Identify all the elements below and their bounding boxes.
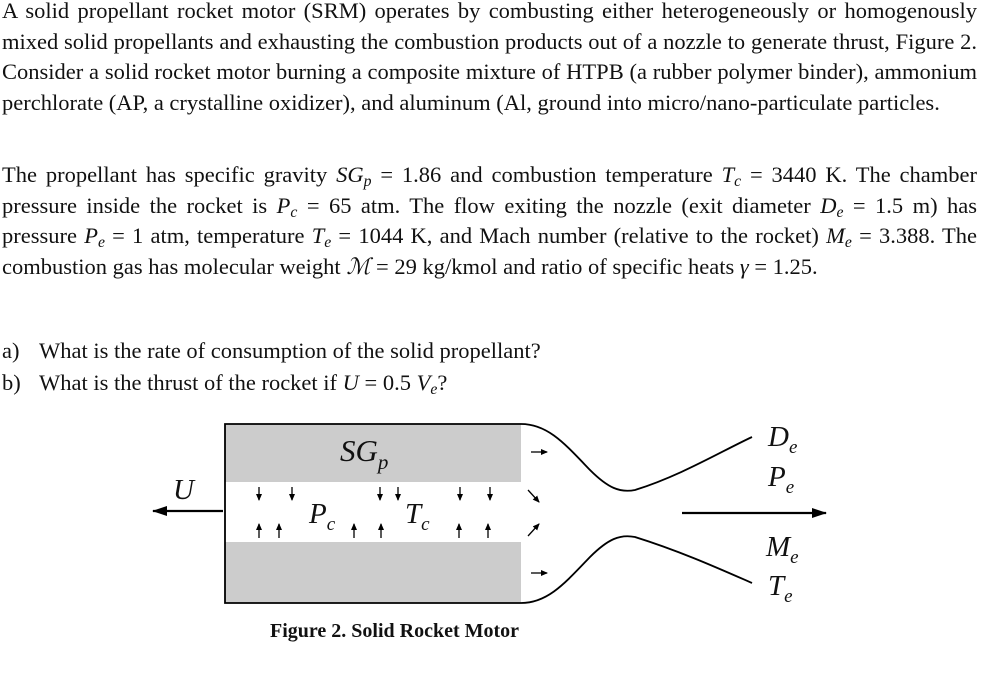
sym-pe-sub: e xyxy=(97,234,105,252)
text-run: = 1 atm, temperature xyxy=(104,223,312,249)
sym-ve-sub: e xyxy=(430,380,438,398)
label-u: U xyxy=(173,474,196,506)
intro-line-3: generate thrust, Figure 2. Consider a so… xyxy=(2,28,978,85)
burning-arrows-bottom xyxy=(256,523,491,538)
question-b-text: ? xyxy=(437,370,448,395)
nozzle-wall-bottom xyxy=(520,535,753,604)
label-pc: Pc xyxy=(308,498,336,535)
sym-sg: SG xyxy=(336,162,364,187)
propellant-grain-bottom xyxy=(225,542,521,603)
sym-me: M xyxy=(826,223,845,249)
question-b-text: = 0.5 xyxy=(358,370,417,395)
sym-pc: P xyxy=(276,192,291,218)
text-run: = 1044 K, and Mach number (relative to t… xyxy=(331,223,827,249)
motor-casing xyxy=(224,423,521,604)
sym-tc-sub: c xyxy=(734,172,742,190)
text-run: = 1.86 and combustion temperature xyxy=(371,162,722,187)
label-pe: Pe xyxy=(767,461,794,498)
propellant-grain-top xyxy=(225,424,521,482)
intro-line-2: homogenously mixed solid propellants and… xyxy=(2,0,978,54)
question-b: b)What is the thrust of the rocket if U … xyxy=(2,368,447,399)
sym-te: T xyxy=(311,223,325,249)
text-run: The propellant has specific gravity xyxy=(2,162,337,187)
burning-arrows-top xyxy=(256,487,493,501)
sym-u: U xyxy=(342,370,359,395)
question-a-text: What is the rate of consumption of the s… xyxy=(39,338,541,363)
text-run: = 1.25. xyxy=(748,253,818,279)
sym-me-sub: e xyxy=(844,234,852,252)
question-b-label: b) xyxy=(2,370,21,395)
sym-gamma: γ xyxy=(739,253,749,279)
intro-line-1: A solid propellant rocket motor (SRM) op… xyxy=(2,0,837,23)
label-me: Me xyxy=(765,531,799,568)
sym-ve: V xyxy=(416,370,431,395)
label-tc: Tc xyxy=(405,498,430,535)
text-run: = 65 atm. The flow exiting the nozzle (e… xyxy=(297,192,821,218)
label-de: De xyxy=(767,421,797,458)
figure-caption: Figure 2. Solid Rocket Motor xyxy=(270,620,520,642)
text-run: = 1.5 m) has pressure xyxy=(2,192,977,249)
label-te: Te xyxy=(768,570,793,607)
sym-tc: T xyxy=(721,162,735,187)
question-b-text: What is the thrust of the rocket if xyxy=(39,370,343,395)
label-sg: SGp xyxy=(340,433,388,474)
sym-te-sub: e xyxy=(324,234,332,252)
sym-pe: P xyxy=(84,223,98,249)
flow-arrow xyxy=(527,523,540,537)
nozzle-wall-top xyxy=(520,423,753,492)
sym-pc-sub: c xyxy=(290,203,298,221)
intro-paragraph: A solid propellant rocket motor (SRM) op… xyxy=(2,0,977,118)
text-run: = 3440 K. The chamber pressure inside th… xyxy=(2,162,978,218)
text-run: = 29 kg/kmol and ratio of specific heats xyxy=(370,253,740,279)
text-run: = 3.388. The combustion gas has molecula… xyxy=(2,223,977,279)
sym-sg-sub: p xyxy=(363,172,372,190)
flow-arrow xyxy=(527,489,540,503)
sym-molecular-weight: ℳ xyxy=(346,253,371,279)
intro-line-4: rubber polymer binder), ammonium perchlo… xyxy=(2,59,978,115)
given-data-paragraph: The propellant has specific gravity SGp … xyxy=(2,160,977,282)
question-a: a) What is the rate of consumption of the… xyxy=(2,336,541,367)
question-a-label: a) xyxy=(2,338,20,363)
sym-de-sub: e xyxy=(836,203,844,221)
intro-line-5: ground into micro/nano-particulate parti… xyxy=(537,89,940,115)
sym-de: D xyxy=(820,192,837,218)
